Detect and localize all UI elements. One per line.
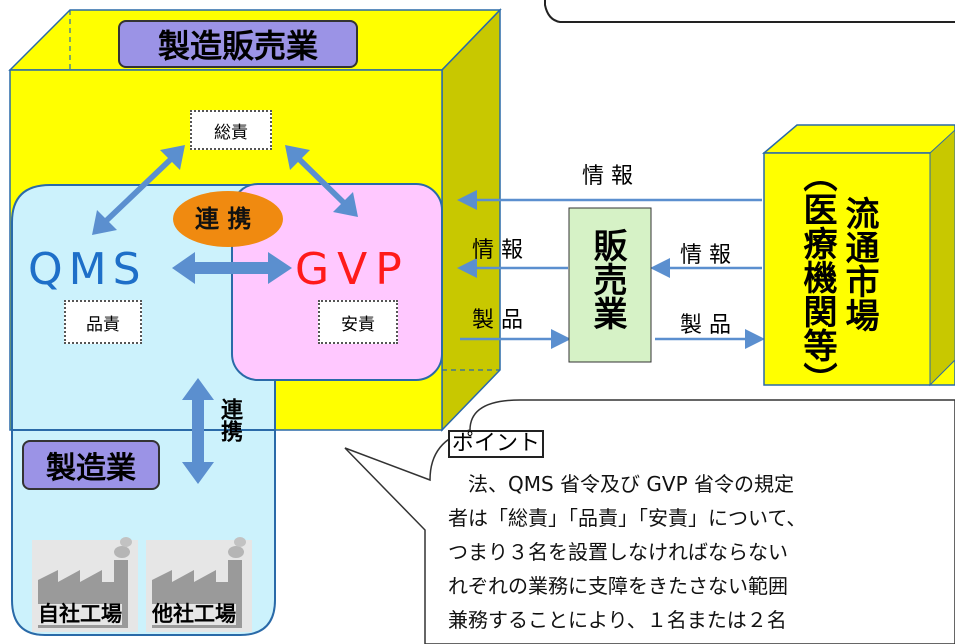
point-line-5: 兼務することにより、１名または２名 <box>448 608 787 632</box>
info-label-top: 情 報 <box>582 164 633 189</box>
own-factory-label: 自社工場 <box>38 602 122 626</box>
double-arrow-icon <box>92 145 358 484</box>
cooperation-label: 連 携 <box>195 205 252 233</box>
qms-label: QMS <box>28 244 147 295</box>
vertical-cooperation-label: 連携 <box>217 398 242 442</box>
box-side-face <box>441 8 501 432</box>
gvp-label: GVP <box>295 244 410 295</box>
distribution-label: 流通市場 <box>839 196 879 332</box>
distribution-sub-label: （医療機関等） <box>797 158 837 396</box>
point-bubble <box>344 399 955 644</box>
safety-manager-role: 安責 <box>318 300 398 344</box>
quality-manager-role: 品責 <box>64 300 142 344</box>
manufacturing-title: 製造業 <box>22 440 160 490</box>
distribution-box <box>763 152 955 386</box>
cooperation-ellipse <box>173 191 283 247</box>
point-line-2: 者は「総責」「品責」「安責」について、 <box>448 506 807 530</box>
point-line-4: れぞれの業務に支障をきたさない範囲 <box>448 574 788 598</box>
point-title: ポイント <box>448 430 545 458</box>
sales-label: 販売業 <box>587 228 627 330</box>
sales-box <box>568 207 652 363</box>
other-factory-label: 他社工場 <box>152 602 236 626</box>
product-label-right: 製 品 <box>680 313 731 338</box>
qms-region <box>11 184 276 636</box>
point-line-3: つまり３名を設置しなければならない <box>448 540 788 564</box>
info-label-right: 情 報 <box>680 243 731 268</box>
info-label-left: 情 報 <box>472 238 523 263</box>
general-manager-role: 総責 <box>190 110 272 150</box>
product-label-left: 製 品 <box>472 308 523 333</box>
manufacturer-sales-title: 製造販売業 <box>118 20 358 68</box>
point-line-1: 法、QMS 省令及び GVP 省令の規定 <box>448 472 795 496</box>
top-callout-border <box>544 0 955 23</box>
